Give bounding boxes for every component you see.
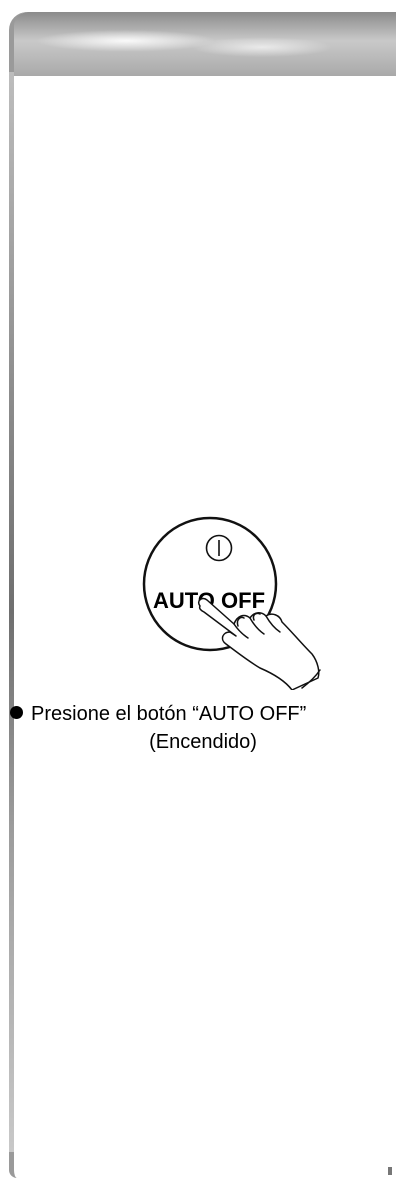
pointing-hand-icon (197, 597, 321, 691)
caption-line-1: Presione el botón “AUTO OFF” (10, 700, 306, 728)
power-icon (205, 534, 233, 562)
bullet-icon (10, 706, 23, 719)
corner-mark (388, 1167, 392, 1175)
header-band (14, 12, 396, 76)
caption-text-1: Presione el botón “AUTO OFF” (31, 703, 307, 725)
caption-line-2: (Encendido) (149, 731, 257, 753)
auto-off-button-illustration: AUTO OFF (142, 512, 332, 691)
page-frame (9, 12, 396, 1178)
